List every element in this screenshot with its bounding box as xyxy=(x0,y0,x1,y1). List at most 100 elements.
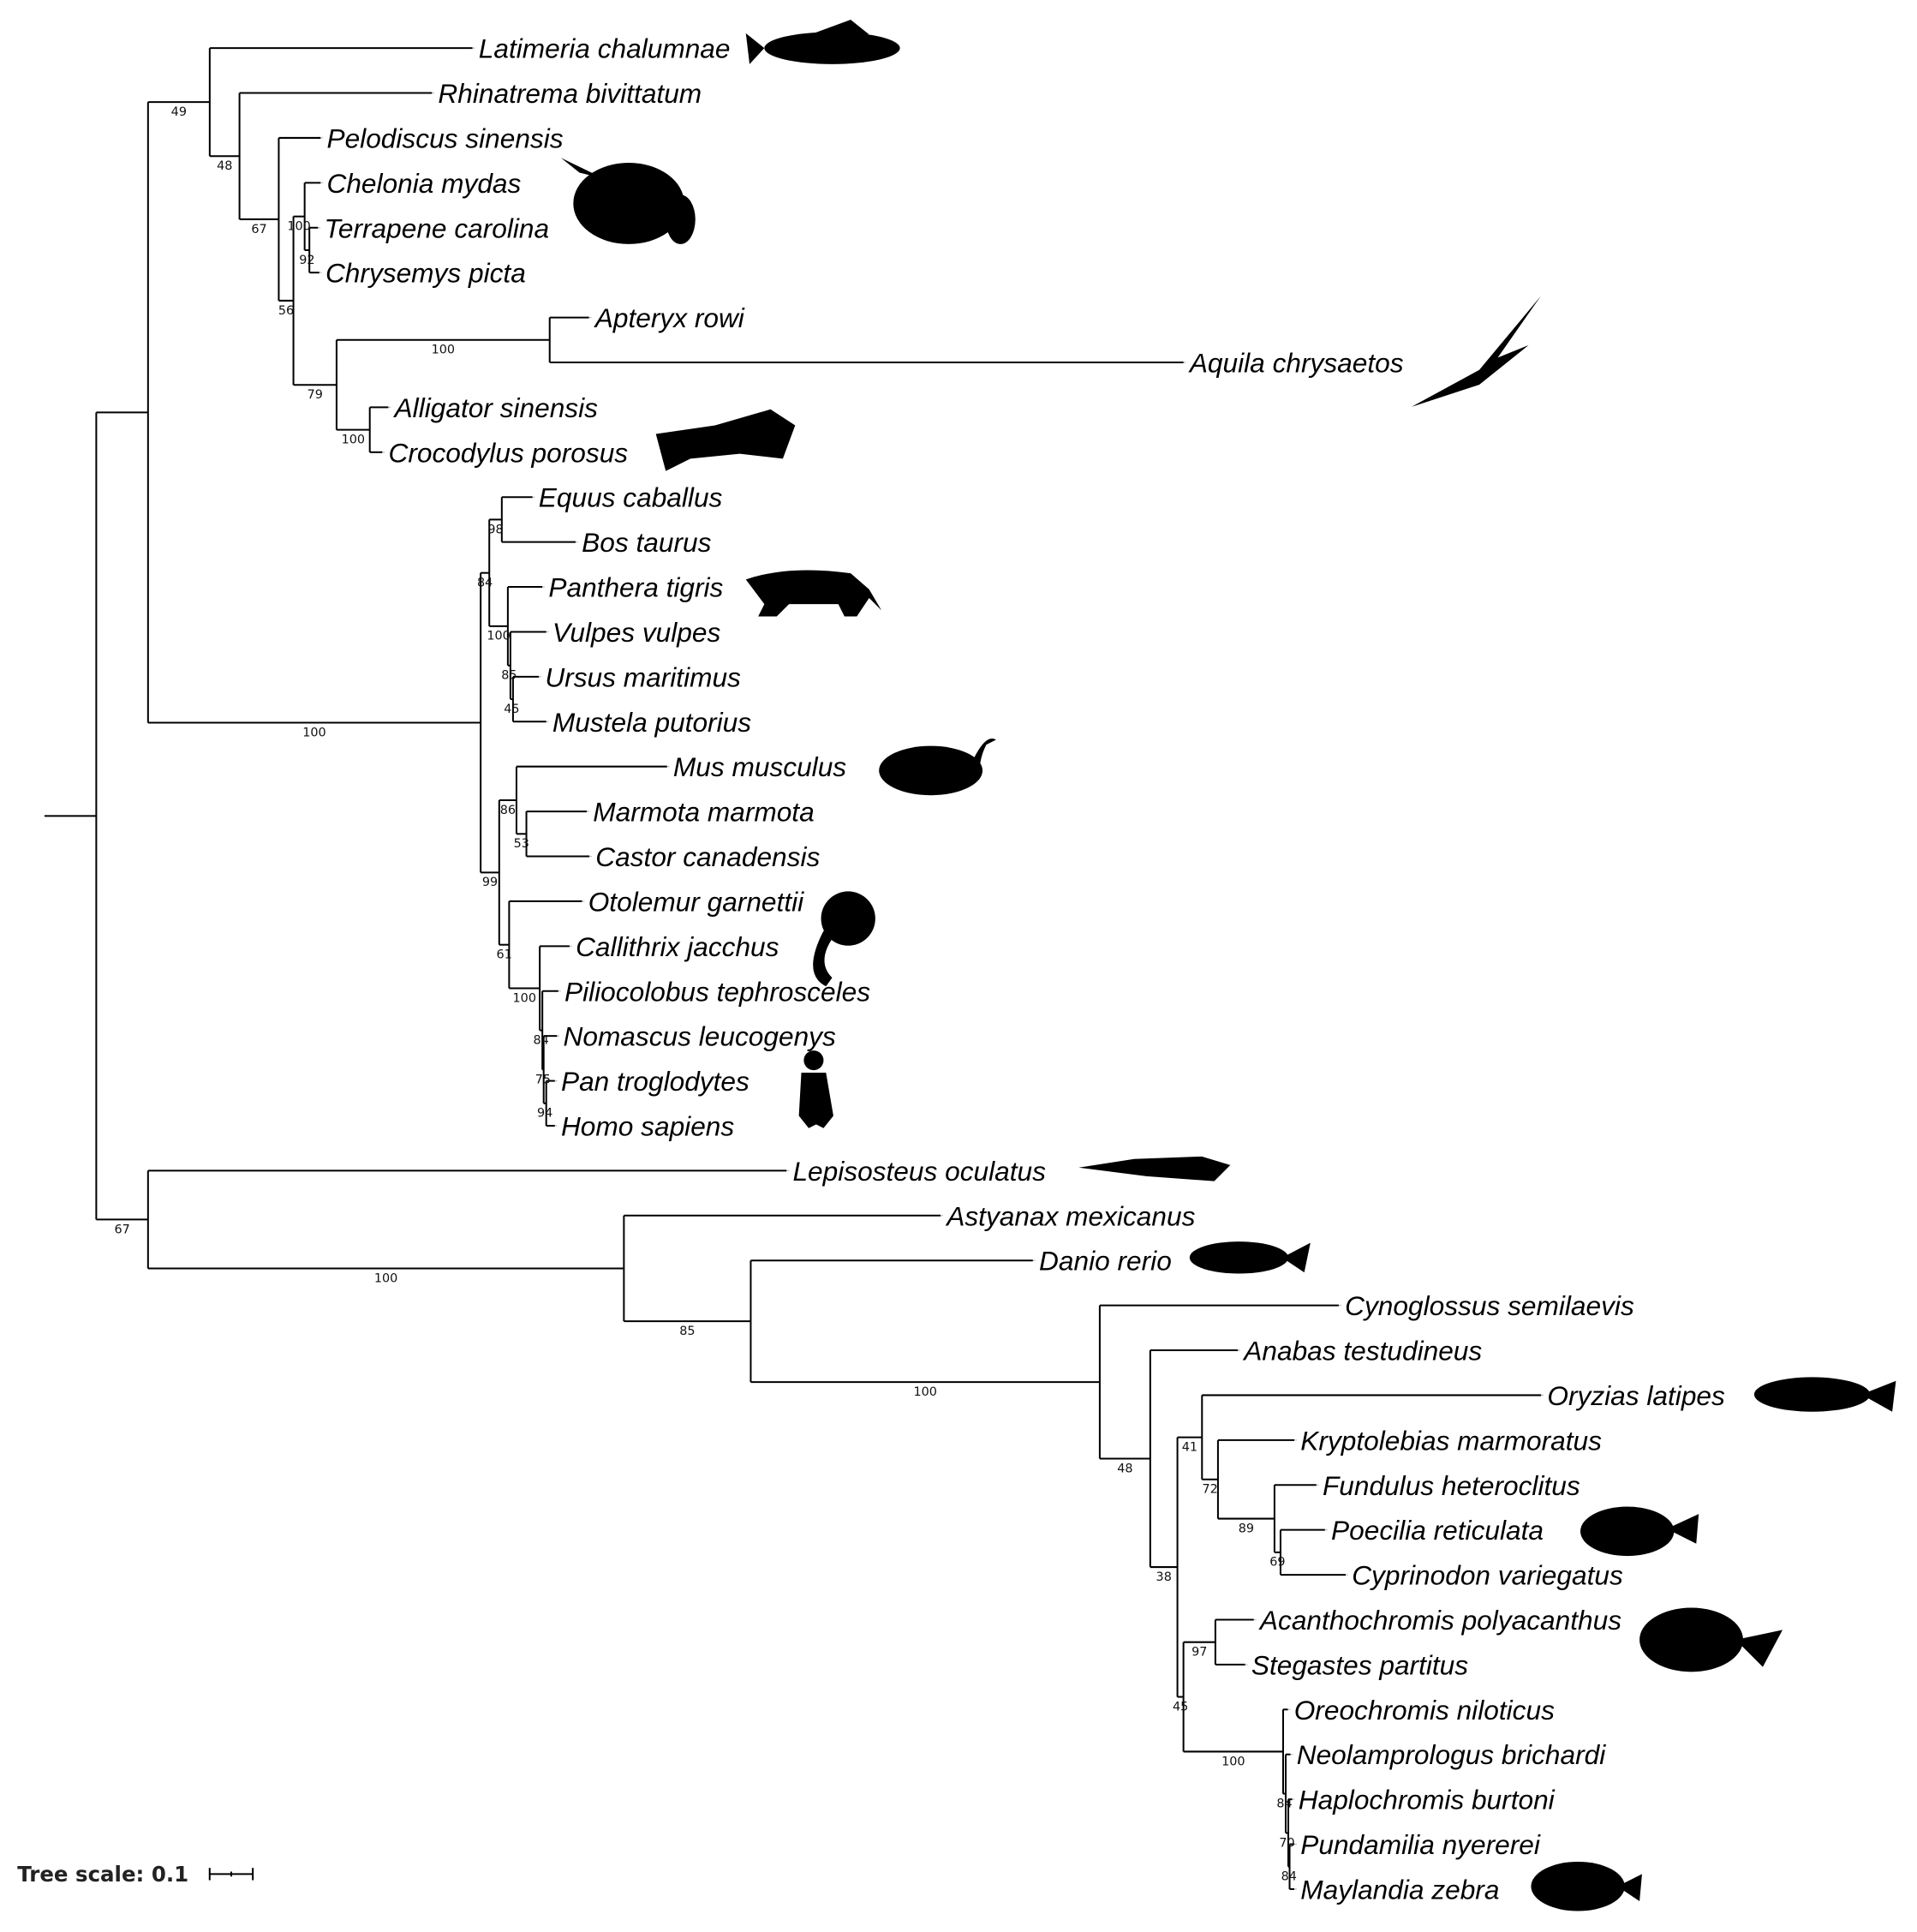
tip-label: Alligator sinensis xyxy=(393,392,599,423)
tip-label: Nomascus leucogenys xyxy=(563,1021,836,1052)
bootstrap-support: 100 xyxy=(487,630,510,643)
tip-label: Rhinatrema bivittatum xyxy=(438,78,702,109)
bootstrap-support: 100 xyxy=(302,726,325,739)
tip-label: Oreochromis niloticus xyxy=(1294,1695,1555,1726)
tip-label: Cynoglossus semilaevis xyxy=(1345,1290,1634,1321)
bootstrap-support: 89 xyxy=(1239,1522,1254,1535)
human-icon xyxy=(798,1050,833,1128)
tip-label: Maylandia zebra xyxy=(1300,1874,1499,1905)
tip-label: Danio rerio xyxy=(1039,1246,1172,1277)
tip-label: Panthera tigris xyxy=(548,572,723,603)
bootstrap-support: 94 xyxy=(537,1107,552,1121)
tip-label: Crocodylus porosus xyxy=(389,437,629,468)
bootstrap-support: 84 xyxy=(1276,1797,1292,1810)
bootstrap-support: 84 xyxy=(477,576,493,589)
bootstrap-support: 49 xyxy=(171,105,187,119)
bootstrap-support: 85 xyxy=(501,669,517,683)
tip-label: Cyprinodon variegatus xyxy=(1352,1560,1623,1591)
tip-label: Latimeria chalumnae xyxy=(479,33,731,64)
tip-label: Fundulus heteroclitus xyxy=(1323,1470,1580,1501)
zebrafish-icon xyxy=(1189,1241,1311,1274)
guppy-icon xyxy=(1580,1506,1699,1557)
crocodile-icon xyxy=(655,409,796,471)
eagle-icon xyxy=(1411,296,1541,407)
tip-label: Apteryx rowi xyxy=(594,302,745,333)
bootstrap-support: 85 xyxy=(679,1325,695,1338)
bootstrap-support: 100 xyxy=(1221,1755,1245,1768)
bootstrap-support: 86 xyxy=(500,804,516,817)
tip-label: Castor canadensis xyxy=(595,841,820,872)
rodent-icon xyxy=(879,738,996,796)
bootstrap-support: 98 xyxy=(487,523,503,536)
bootstrap-support: 45 xyxy=(504,703,519,716)
tip-label: Ursus maritimus xyxy=(545,661,741,692)
bootstrap-support: 100 xyxy=(287,219,310,233)
tiger-icon xyxy=(745,570,882,617)
tip-label: Anabas testudineus xyxy=(1242,1336,1482,1367)
tip-label: Homo sapiens xyxy=(561,1110,734,1141)
tip-label: Otolemur garnettii xyxy=(588,886,804,917)
tip-label: Lepisosteus oculatus xyxy=(792,1156,1046,1187)
tip-label: Vulpes vulpes xyxy=(552,617,721,648)
tip-label: Bos taurus xyxy=(582,527,711,558)
tip-label: Pelodiscus sinensis xyxy=(326,123,563,153)
tip-label: Chrysemys picta xyxy=(325,258,526,289)
tip-label: Callithrix jacchus xyxy=(576,931,779,962)
tip-label: Mus musculus xyxy=(673,751,846,782)
tip-label: Pundamilia nyererei xyxy=(1300,1829,1541,1860)
coelacanth-icon xyxy=(745,20,900,64)
bootstrap-support: 56 xyxy=(278,304,294,318)
bootstrap-support: 100 xyxy=(913,1385,936,1399)
bootstrap-support: 84 xyxy=(1281,1870,1297,1884)
bootstrap-support: 100 xyxy=(432,344,455,357)
silhouettes xyxy=(560,20,1896,1911)
tree-scale-label: Tree scale: 0.1 xyxy=(17,1862,188,1887)
bootstrap-support: 84 xyxy=(534,1033,549,1047)
tip-label: Aquila chrysaetos xyxy=(1188,348,1404,379)
medaka-icon xyxy=(1753,1377,1896,1412)
bootstrap-support: 92 xyxy=(299,254,314,267)
cichlid-icon xyxy=(1531,1861,1642,1911)
damselfish-icon xyxy=(1639,1607,1783,1672)
tip-label: Astyanax mexicanus xyxy=(945,1200,1195,1231)
tip-label: Poecilia reticulata xyxy=(1331,1515,1544,1546)
lemur-icon xyxy=(813,891,875,987)
bootstrap-support: 38 xyxy=(1156,1570,1172,1584)
branches xyxy=(44,47,1546,1890)
tip-label: Pan troglodytes xyxy=(561,1066,749,1097)
bootstrap-support: 70 xyxy=(1279,1836,1294,1850)
tip-label: Marmota marmota xyxy=(593,797,814,828)
tip-label: Chelonia mydas xyxy=(326,168,521,199)
bootstrap-support: 99 xyxy=(482,876,498,889)
bootstrap-support: 41 xyxy=(1182,1440,1197,1454)
bootstrap-support: 100 xyxy=(374,1271,397,1285)
bootstrap-support: 75 xyxy=(535,1073,551,1086)
gar-icon xyxy=(1078,1156,1231,1181)
bootstrap-support: 53 xyxy=(514,837,529,851)
support-values: 92 100 100 100 79 56 67 48 49 98 45 85 100 84 53 86 94 75… xyxy=(114,105,1296,1884)
tip-label: Haplochromis burtoni xyxy=(1299,1785,1556,1815)
bootstrap-support: 45 xyxy=(1173,1700,1188,1714)
tip-label: Acanthochromis polyacanthus xyxy=(1258,1605,1621,1636)
tip-label: Terrapene carolina xyxy=(324,212,549,243)
tip-label: Kryptolebias marmoratus xyxy=(1300,1425,1602,1456)
bootstrap-support: 72 xyxy=(1202,1483,1217,1497)
tip-label: Stegastes partitus xyxy=(1251,1649,1468,1680)
bootstrap-support: 48 xyxy=(217,159,232,173)
bootstrap-support: 61 xyxy=(496,948,511,962)
bootstrap-support: 97 xyxy=(1191,1646,1207,1660)
bootstrap-support: 100 xyxy=(342,433,365,446)
bootstrap-support: 69 xyxy=(1269,1556,1285,1570)
scale-bar xyxy=(208,1868,254,1881)
bootstrap-support: 67 xyxy=(114,1223,129,1236)
bootstrap-support: 100 xyxy=(513,991,536,1005)
tip-label: Oryzias latipes xyxy=(1547,1380,1725,1411)
bootstrap-support: 67 xyxy=(251,223,266,236)
bootstrap-support: 79 xyxy=(308,388,323,402)
tip-label: Mustela putorius xyxy=(552,707,751,738)
tip-label: Equus caballus xyxy=(539,482,723,513)
turtle-icon xyxy=(560,158,696,244)
